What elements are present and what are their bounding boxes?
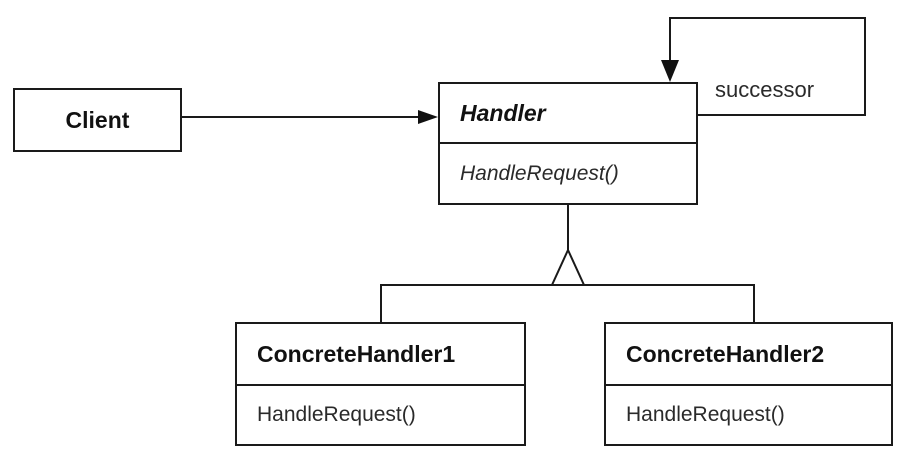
successor-label: successor <box>715 77 815 102</box>
concrete-handler-2-operation: HandleRequest() <box>626 403 785 426</box>
concrete-handler-1-operations: HandleRequest() <box>237 386 524 444</box>
handler-operations: HandleRequest() <box>440 144 696 203</box>
concrete-handler-1-operation: HandleRequest() <box>257 403 416 426</box>
concrete-handler-1-header: ConcreteHandler1 <box>237 324 524 386</box>
successor-association-line <box>669 17 866 116</box>
concrete-handler-1-class-box: ConcreteHandler1 HandleRequest() <box>235 322 526 446</box>
handler-operation: HandleRequest() <box>460 161 619 185</box>
handler-class-header: Handler <box>440 84 696 144</box>
concrete-handler-2-name: ConcreteHandler2 <box>626 340 825 367</box>
concrete-handler-2-header: ConcreteHandler2 <box>606 324 891 386</box>
concrete-handler-1-name: ConcreteHandler1 <box>257 340 456 367</box>
client-handler-arrowhead <box>418 110 438 124</box>
handler-class-name: Handler <box>460 99 546 126</box>
client-class-box: Client <box>13 88 182 152</box>
inheritance-triangle <box>550 247 586 286</box>
successor-arrowhead <box>661 60 679 82</box>
handler-class-box: Handler HandleRequest() <box>438 82 698 205</box>
concrete-handler-2-class-box: ConcreteHandler2 HandleRequest() <box>604 322 893 446</box>
client-class-name: Client <box>65 106 130 133</box>
inheritance-branch-line <box>380 284 755 322</box>
concrete-handler-2-operations: HandleRequest() <box>606 386 891 444</box>
